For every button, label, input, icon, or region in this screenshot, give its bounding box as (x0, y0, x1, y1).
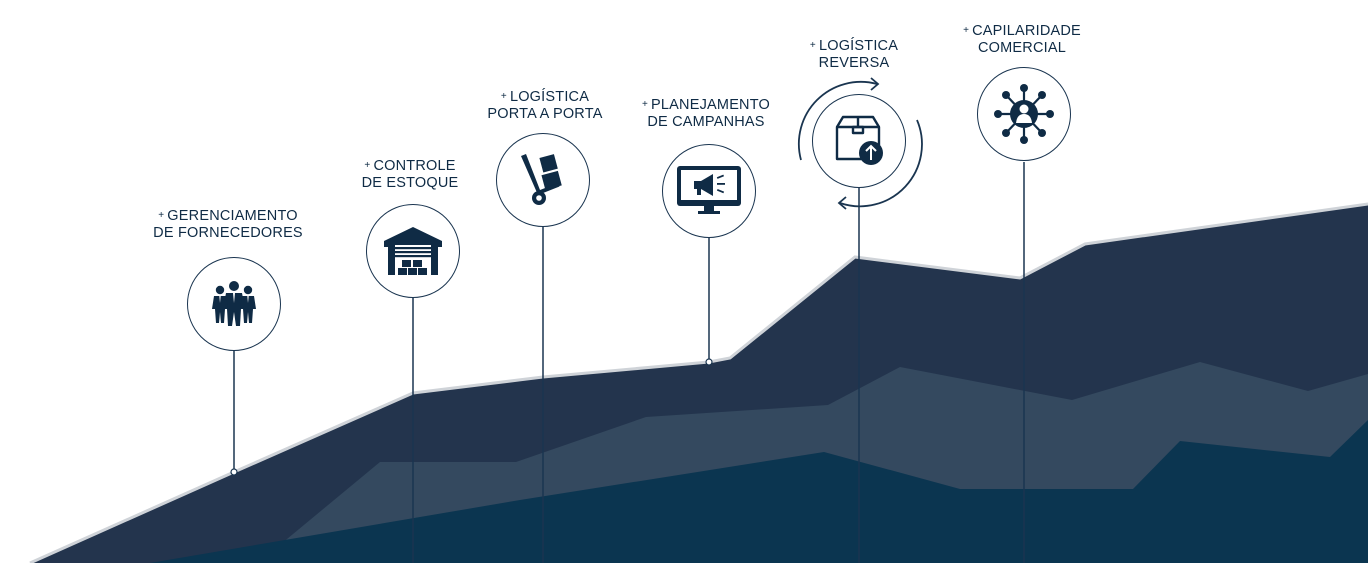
milestone-circle-fornecedores[interactable] (187, 257, 281, 351)
cycle-arrow-top-head (870, 77, 880, 91)
megaphone-monitor-icon (677, 166, 741, 214)
milestone-label-capilaridade: +CAPILARIDADE COMERCIAL (963, 23, 1081, 56)
people-group-icon (212, 281, 256, 326)
milestone-subtitle: DE FORNECEDORES (153, 225, 303, 241)
cycle-arrow-bottom (839, 119, 923, 208)
bottom-area-band (150, 420, 1368, 563)
milestone-label-porta: +LOGÍSTICA PORTA A PORTA (487, 89, 603, 122)
milestone-subtitle: DE CAMPANHAS (647, 114, 765, 130)
connector-dot (230, 468, 238, 476)
milestone-title: GERENCIAMENTO (167, 208, 298, 224)
milestone-subtitle: REVERSA (818, 55, 890, 71)
milestone-title: LOGÍSTICA (509, 89, 590, 105)
return-box-icon (835, 115, 883, 165)
network-person-icon (994, 84, 1054, 144)
milestone-circle-estoque[interactable] (366, 204, 460, 298)
milestone-circle-reversa[interactable] (812, 94, 906, 188)
milestone-label-estoque: +CONTROLE DE ESTOQUE (361, 158, 459, 191)
milestone-label-campanhas: +PLANEJAMENTO DE CAMPANHAS (641, 97, 771, 130)
warehouse-icon (384, 227, 442, 275)
milestone-subtitle: PORTA A PORTA (487, 106, 603, 122)
milestone-circle-capilaridade[interactable] (977, 67, 1071, 161)
hand-truck-icon (521, 154, 562, 205)
connector-dot (705, 358, 713, 366)
cycle-arrow-bottom-head (837, 196, 847, 210)
top-ridge-line (29, 202, 1368, 563)
milestone-circle-porta[interactable] (496, 133, 590, 227)
milestone-title: CONTROLE (373, 158, 456, 174)
milestone-subtitle: DE ESTOQUE (361, 175, 459, 191)
milestone-circle-campanhas[interactable] (662, 144, 756, 238)
milestone-title: PLANEJAMENTO (651, 97, 771, 113)
milestone-title: LOGÍSTICA (818, 38, 899, 54)
milestone-label-reversa: +LOGÍSTICA REVERSA (809, 38, 899, 71)
cycle-arrow-top (798, 81, 878, 161)
milestone-label-fornecedores: +GERENCIAMENTO DE FORNECEDORES (153, 208, 303, 241)
milestone-title: CAPILARIDADE (972, 23, 1081, 39)
milestone-subtitle: COMERCIAL (977, 40, 1066, 56)
